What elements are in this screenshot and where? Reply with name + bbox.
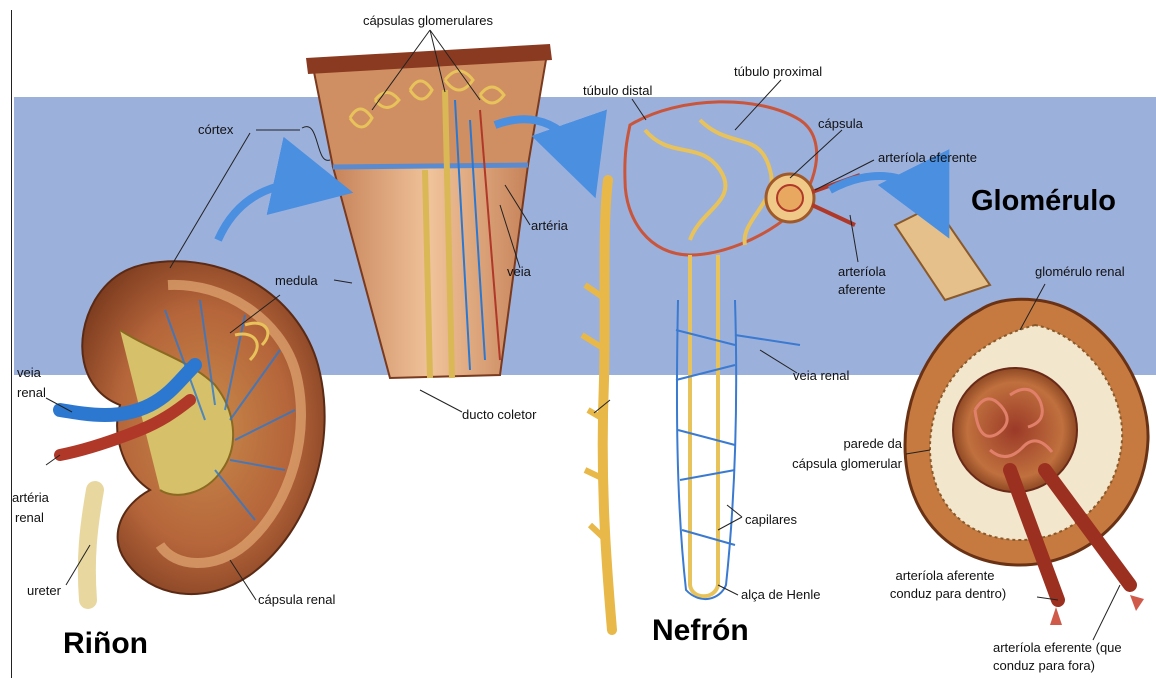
left-border: [11, 10, 1146, 678]
